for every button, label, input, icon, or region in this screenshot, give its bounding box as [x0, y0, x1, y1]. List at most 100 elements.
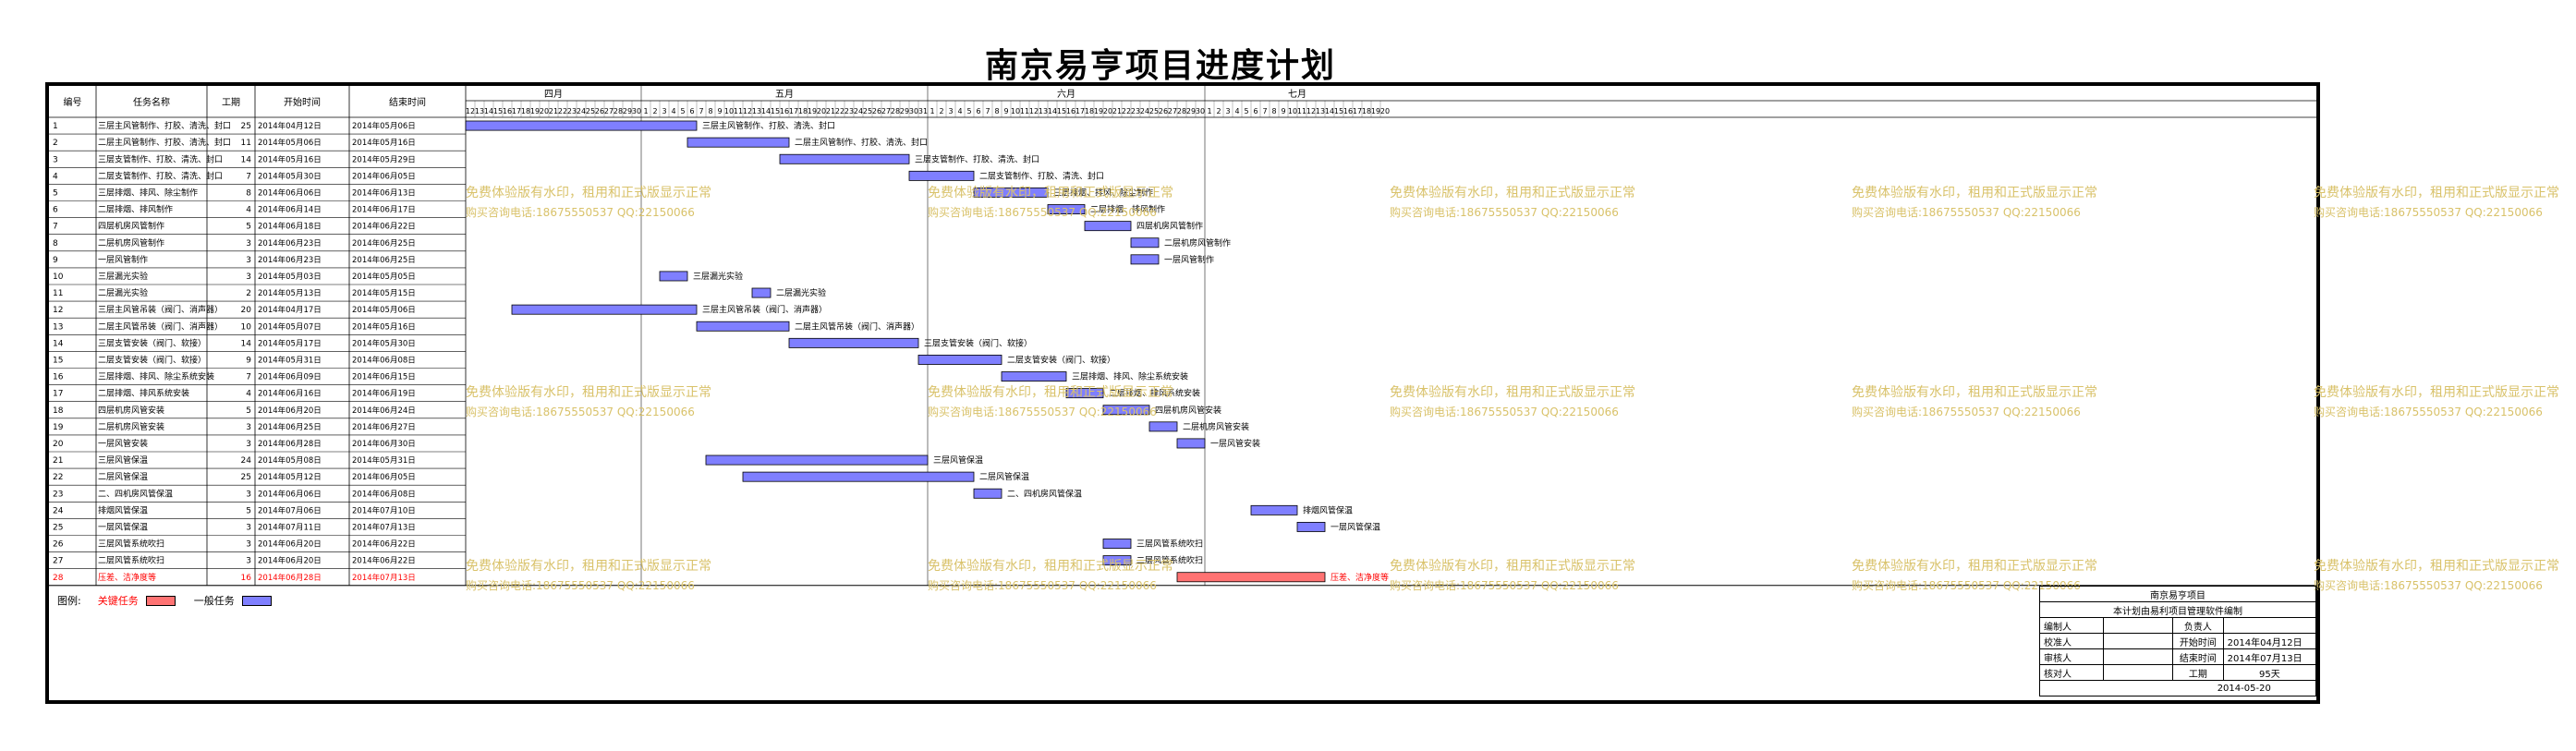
task-bar	[917, 354, 1002, 365]
row-duration: 4	[246, 390, 251, 399]
day-label: 7	[985, 107, 990, 115]
day-label: 17	[512, 107, 521, 115]
watermark: 免费体验版有水印，租用和正式版显示正常购买咨询电话:18675550537 QQ…	[1390, 383, 1635, 422]
row-id: 7	[53, 223, 58, 232]
day-label: 2	[652, 107, 657, 115]
row-id: 11	[53, 289, 63, 298]
day-label: 4	[957, 107, 962, 115]
day-label: 19	[1371, 107, 1380, 115]
watermark-line: 免费体验版有水印，租用和正式版显示正常	[466, 559, 711, 574]
signoff-cell	[2103, 617, 2173, 634]
task-bar	[1065, 388, 1104, 399]
row-duration: 14	[241, 339, 252, 348]
day-label: 15	[1334, 107, 1343, 115]
day-label: 24	[854, 107, 863, 115]
row-id: 28	[53, 574, 64, 583]
row-start: 2014年06月23日	[258, 238, 322, 248]
day-label: 8	[1271, 107, 1276, 115]
watermark-line: 免费体验版有水印，租用和正式版显示正常	[2314, 559, 2559, 574]
day-label: 22	[835, 107, 844, 115]
row-id: 21	[53, 456, 63, 466]
row-duration: 8	[246, 188, 251, 198]
signoff-row: 审核人 结束时间 2014年07月13日	[2039, 648, 2317, 665]
task-bar-label: 三层风管系统吹扫	[1136, 539, 1203, 550]
row-id: 1	[53, 122, 58, 131]
row-start: 2014年06月06日	[258, 188, 322, 198]
row-task-name: 三层漏光实验	[98, 271, 148, 282]
row-task-name: 三层主风管吊装（阀门、消声器）	[98, 304, 223, 315]
watermark: 免费体验版有水印，租用和正式版显示正常购买咨询电话:18675550537 QQ…	[1852, 383, 2097, 422]
row-end: 2014年06月05日	[352, 171, 416, 181]
day-label: 5	[1244, 107, 1248, 115]
signoff-cell: 校准人	[2039, 633, 2104, 649]
legend-critical-swatch	[145, 595, 176, 606]
day-label: 27	[1168, 107, 1177, 115]
signoff-block: 南京易亨项目 本计划由易利项目管理软件编制 编制人 负责人 校准人 开始时间 2…	[2039, 586, 2317, 696]
signoff-cell: 2014年04月12日	[2222, 633, 2317, 649]
signoff-cell: 核对人	[2039, 664, 2104, 681]
day-label: 30	[909, 107, 918, 115]
task-bar-label: 三层风管保温	[933, 454, 983, 466]
watermark-line: 购买咨询电话:18675550537 QQ:22150066	[466, 406, 695, 418]
row-end: 2014年06月13日	[352, 188, 416, 198]
day-label: 13	[1039, 107, 1048, 115]
signoff-note: 本计划由易利项目管理软件编制	[2039, 601, 2316, 618]
row-end: 2014年06月08日	[352, 355, 416, 365]
row-start: 2014年04月17日	[258, 305, 322, 315]
row-id: 22	[53, 473, 63, 482]
row-task-name: 二层支管制作、打胶、清洗、封口	[98, 170, 223, 181]
row-duration: 3	[246, 440, 251, 449]
legend-normal-label: 一般任务	[193, 595, 235, 607]
signoff-cell: 编制人	[2039, 617, 2104, 634]
row-end: 2014年06月25日	[352, 238, 416, 248]
row-task-name: 二层漏光实验	[98, 287, 148, 298]
row-id: 25	[53, 523, 63, 532]
day-label: 10	[1288, 107, 1297, 115]
task-bar	[659, 271, 688, 282]
row-id: 9	[53, 256, 58, 265]
day-label: 27	[604, 107, 614, 115]
task-bar	[1102, 405, 1150, 416]
task-bar-label: 二层支管制作、打胶、清洗、封口	[979, 170, 1104, 181]
row-id: 18	[53, 406, 64, 416]
day-label: 14	[761, 107, 771, 115]
task-bar-label: 二层机房风管制作	[1164, 237, 1231, 248]
row-start: 2014年05月13日	[258, 288, 322, 298]
signoff-cell	[2103, 664, 2173, 681]
row-end: 2014年06月30日	[352, 439, 416, 449]
day-label: 29	[1186, 107, 1196, 115]
day-label: 17	[1353, 107, 1362, 115]
row-duration: 14	[241, 155, 252, 164]
task-bar	[788, 337, 919, 348]
row-id: 27	[53, 557, 63, 566]
row-duration: 16	[241, 574, 252, 583]
month-header: 五月	[775, 89, 794, 100]
row-duration: 20	[241, 306, 252, 315]
row-duration: 7	[246, 172, 251, 181]
task-bar	[973, 488, 1002, 499]
row-task-name: 压差、洁净度等	[98, 572, 156, 583]
row-task-name: 排烟风管保温	[98, 504, 148, 515]
day-label: 15	[493, 107, 503, 115]
row-duration: 9	[246, 356, 251, 365]
day-label: 14	[1048, 107, 1057, 115]
day-label: 7	[1262, 107, 1267, 115]
watermark-line: 购买咨询电话:18675550537 QQ:22150066	[1852, 579, 2081, 592]
day-label: 15	[771, 107, 780, 115]
task-bar	[1148, 421, 1178, 432]
row-duration: 2	[246, 289, 251, 298]
row-task-name: 一层风管保温	[98, 521, 148, 532]
day-label: 21	[549, 107, 558, 115]
day-label: 20	[540, 107, 549, 115]
row-id: 16	[53, 373, 64, 382]
row-end: 2014年06月05日	[352, 472, 416, 482]
row-start: 2014年05月03日	[258, 272, 322, 282]
watermark-line: 免费体验版有水印，租用和正式版显示正常	[1390, 385, 1635, 400]
day-label: 18	[521, 107, 530, 115]
row-end: 2014年06月24日	[352, 406, 416, 416]
row-start: 2014年06月28日	[258, 573, 322, 583]
signoff-cell	[2103, 648, 2173, 665]
month-header: 六月	[1057, 89, 1075, 100]
task-bar-label: 四层机房风管制作	[1136, 221, 1203, 232]
